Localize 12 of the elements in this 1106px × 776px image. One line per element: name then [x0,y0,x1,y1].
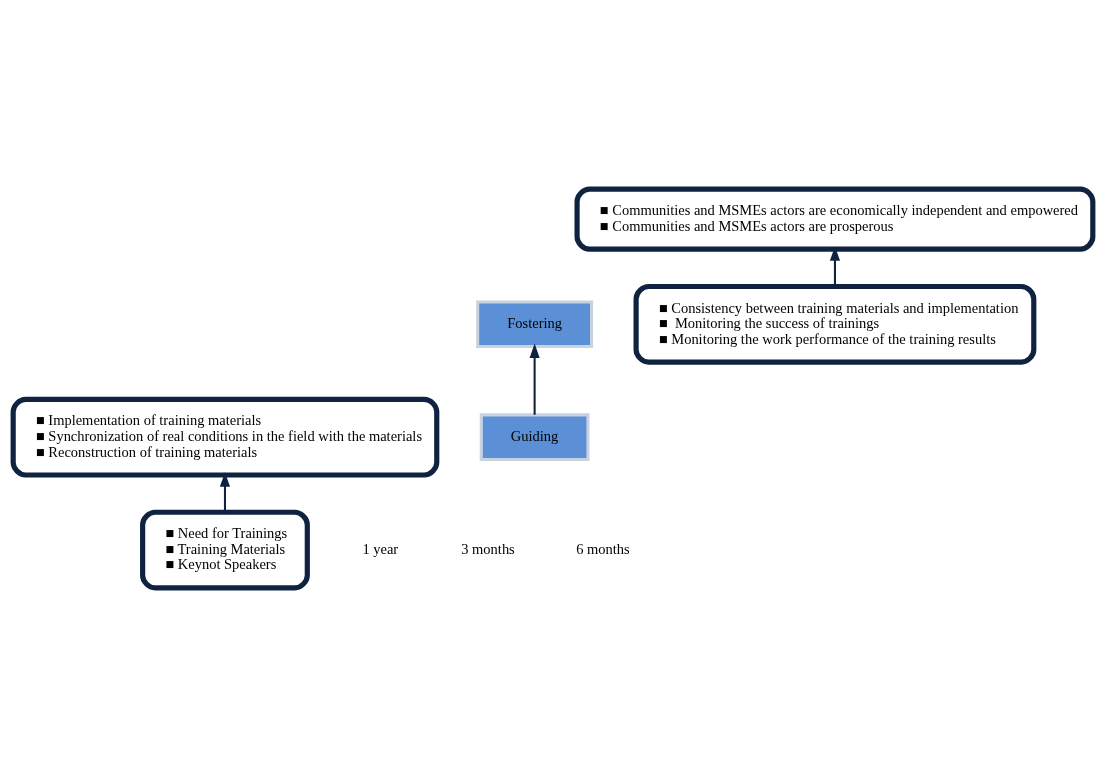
node-box: ■ Communities and MSMEs actors are economically independent and empowered ■ Communities and MSMEs actors are prosperous [574,186,1096,252]
arrow [219,471,231,512]
node-box: ■ Need for Trainings ■ Training Materials ■ Keynot Speakers [140,509,310,590]
node-box: ■ Consistency between training materials and implementation ■ Monitoring the success of trainings ■ Monitoring the work performance of the training results [633,283,1037,365]
node-box: Fostering [476,299,594,348]
arrow [829,245,841,286]
arrow [529,343,540,415]
node-box: ■ Implementation of training materials ■ Synchronization of real conditions in the field with the materials ■ Reconstruction of training materials [10,396,440,478]
label: 3 months [461,540,515,557]
label: 6 months [576,540,630,557]
label: 1 year [362,540,399,557]
node-box: Guiding [479,412,590,461]
